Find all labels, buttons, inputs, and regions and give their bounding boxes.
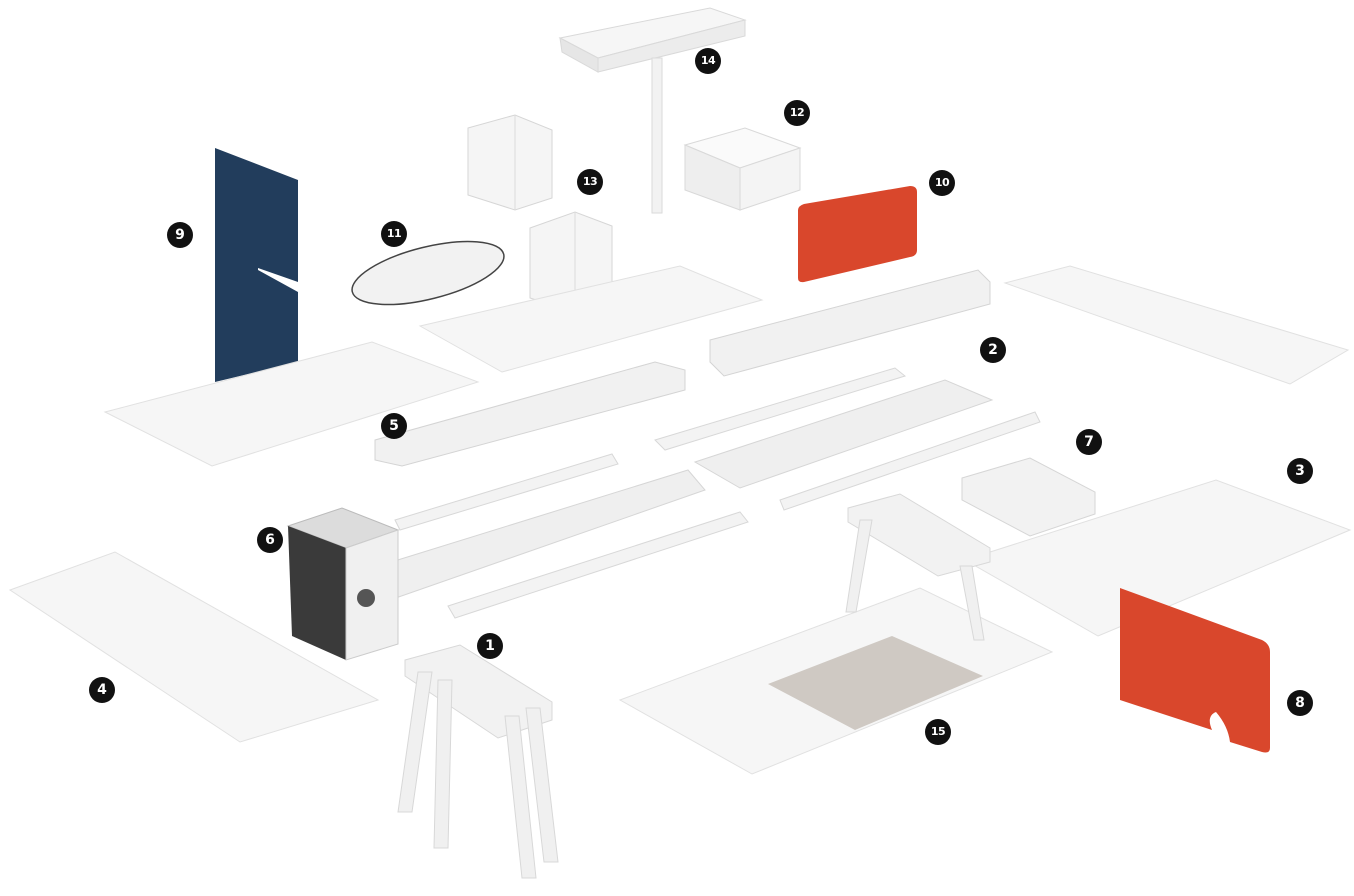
callout-2: 2: [980, 337, 1006, 363]
beam-middle: [374, 361, 686, 467]
red-screen-large: [1120, 588, 1270, 753]
trestle-leg-back: [845, 493, 991, 641]
callout-4: 4: [89, 677, 115, 703]
red-screen-small: [798, 186, 917, 283]
callout-7: 7: [1076, 429, 1102, 455]
grey-desk-pad: [768, 636, 983, 730]
callout-15: 15: [925, 719, 951, 745]
callout-11: 11: [381, 221, 407, 247]
desktop-top-right: [1003, 265, 1350, 385]
callout-8: 8: [1287, 690, 1313, 716]
beam-top: [709, 269, 991, 377]
trestle-leg-front: [397, 644, 559, 879]
cable-tray-6: [447, 511, 749, 619]
desktop-top-center: [418, 265, 764, 373]
power-unit-box: [286, 507, 400, 661]
cable-tray-1: [654, 367, 907, 451]
desktop-bottom-left: [8, 551, 380, 743]
navy-privacy-screen: [215, 148, 298, 382]
monitor-arm-tray: [558, 7, 747, 214]
callout-13: 13: [577, 169, 603, 195]
callout-3: 3: [1287, 458, 1313, 484]
cable-tray-3: [779, 411, 1041, 511]
callout-6: 6: [257, 527, 283, 553]
cable-basket: [961, 457, 1096, 537]
storage-box: [683, 127, 802, 211]
callout-14: 14: [695, 48, 721, 74]
callout-5: 5: [381, 413, 407, 439]
cable-tray-2: [693, 379, 994, 489]
desktop-top-left: [103, 341, 480, 467]
callout-1: 1: [477, 633, 503, 659]
desktop-right: [963, 479, 1352, 637]
oval-pad: [351, 240, 505, 306]
callout-12: 12: [784, 100, 810, 126]
callout-10: 10: [929, 170, 955, 196]
callout-9: 9: [167, 222, 193, 248]
document-holder: [467, 114, 613, 313]
cable-tray-4: [394, 453, 619, 531]
